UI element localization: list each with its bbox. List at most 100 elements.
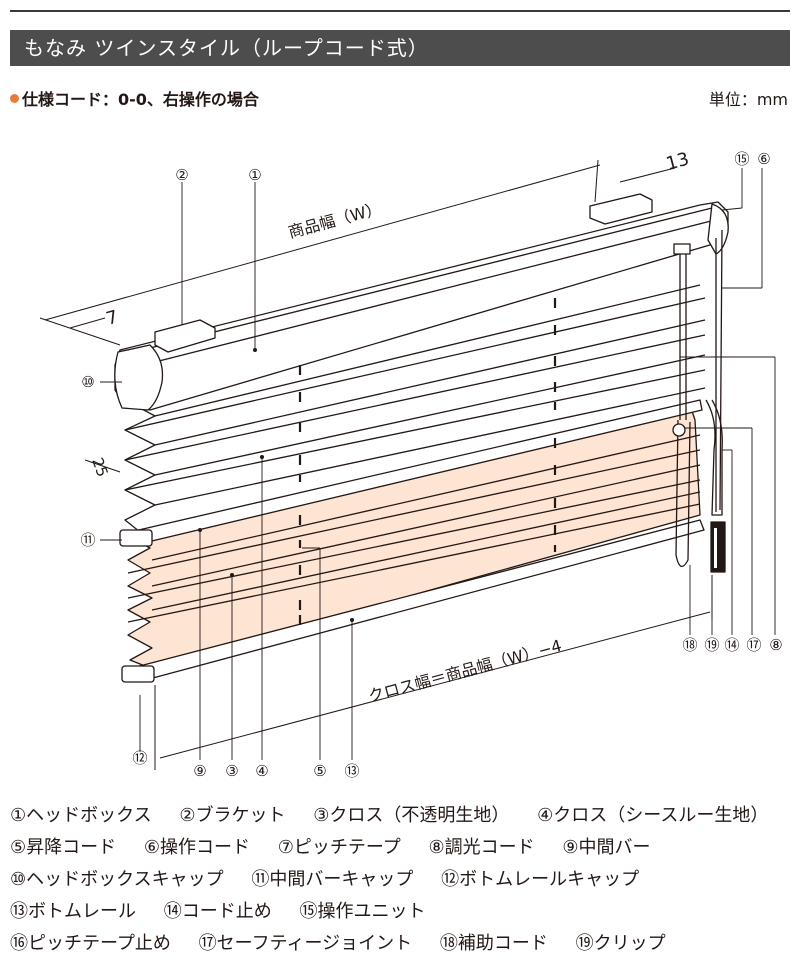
spec-text: 仕様コード：0-0、右操作の場合 [22,90,259,109]
spec-line: 仕様コード：0-0、右操作の場合 [10,90,259,110]
cord-plate [673,243,691,255]
headbox-cap [114,344,164,411]
bullet-dot-icon [10,94,19,103]
legend-item: ⑪中間バーキャップ [251,869,414,890]
marker-5: ⑤ [313,762,326,780]
legend-row: ①ヘッドボックス ②ブラケット ③クロス（不透明生地） ④クロス（シースルー生地… [10,800,790,832]
dim-13-line [619,167,676,183]
legend-item: ⑤昇降コード [10,837,117,858]
opaque-fold [127,503,701,623]
dim-7-label: 7 [104,307,120,330]
operation-unit [707,203,729,255]
sheer-fold [154,387,706,506]
marker-3: ③ [225,762,238,780]
sheer-fold [124,334,706,461]
legend-row: ⑯ピッチテープ止め ⑰セーフティージョイント ⑱補助コード ⑲クリップ [10,928,790,960]
dim-25-line [84,459,121,473]
leader-dot [260,455,264,459]
legend-row: ⑤昇降コード ⑥操作コード ⑦ピッチテープ ⑧調光コード ⑨中間バー [10,832,790,864]
headbox [114,201,729,411]
dim-13-label: 13 [664,149,692,175]
bracket-left [154,319,216,353]
page-title: もなみ ツインスタイル（ループコード式） [24,36,429,60]
blind-diagram: 商品幅（W） クロス幅＝商品幅（W）−4 13 7 25 ② ① ⑮ ⑥ ⑩ ⑪… [0,120,800,790]
sheer-fold [154,354,706,476]
leader-dot [230,573,234,577]
top-rule [10,10,790,12]
legend-item: ⑮操作ユニット [299,901,426,922]
clip [710,521,726,573]
marker-8: ⑧ [769,636,782,654]
dim-7-line [69,317,106,329]
dim-25-label: 25 [88,455,111,479]
middle-bar-cap [119,529,153,547]
leader [721,207,743,211]
legend-item: ⑥操作コード [143,837,251,858]
legend-item: ⑩ヘッドボックスキャップ [10,869,224,890]
opaque-fold [151,464,701,587]
sheer-fold [154,284,701,417]
opaque-cloth-shape [127,404,701,669]
legend-item: ⑭コード止め [163,901,272,922]
legend-item: ⑲クリップ [575,933,666,954]
marker-19: ⑲ [704,636,719,654]
legend-item: ⑫ボトムレールキャップ [441,869,640,890]
marker-9: ⑨ [193,762,206,780]
dim-cloth-label: クロス幅＝商品幅（W）−4 [366,636,564,706]
marker-12: ⑫ [132,749,147,767]
marker-18: ⑱ [682,636,697,654]
marker-14: ⑭ [724,636,739,654]
sheer-fold [124,369,706,491]
leader-dot [198,528,202,532]
sheer-fold [154,319,706,446]
auxiliary-cord-loop [675,419,691,567]
legend-item: ①ヘッドボックス [10,805,152,826]
marker-6: ⑥ [757,150,770,168]
safety-joint [672,423,686,437]
marker-4: ④ [255,762,268,780]
sheer-cloth-edge [124,399,156,533]
marker-2: ② [175,166,188,184]
opaque-fold [151,434,701,561]
legend-item: ⑯ピッチテープ止め [10,933,171,954]
legend-row: ⑬ボトムレール ⑭コード止め ⑮操作ユニット [10,896,790,928]
opaque-fold [151,491,701,611]
lift-cords [298,298,557,625]
dim-width-ext [39,317,121,346]
headbox-edge [149,207,713,349]
unit-label: 単位：mm [708,90,788,109]
legend-item: ⑦ピッチテープ [277,837,401,858]
dim-cloth-line [159,611,711,759]
marker-17: ⑰ [746,636,761,654]
dim-width-line [44,164,601,321]
leader-dot [253,348,257,352]
title-bar: もなみ ツインスタイル（ループコード式） [10,30,790,66]
legend-item: ③クロス（不透明生地） [313,805,510,826]
bottom-rail-cap [121,665,155,683]
headbox-edge [154,219,716,363]
bracket-right [589,193,653,225]
marker-13: ⑬ [344,762,359,780]
legend-item: ⑬ボトムレール [10,901,136,922]
legend-item: ②ブラケット [179,805,286,826]
leader-dot [350,618,354,622]
opaque-fold [127,479,701,599]
marker-1: ① [248,166,261,184]
legend-item: ④クロス（シースルー生地） [537,805,769,826]
blind-diagram-svg: 商品幅（W） クロス幅＝商品幅（W）−4 13 7 25 ② ① ⑮ ⑥ ⑩ ⑪… [39,149,783,780]
marker-15: ⑮ [734,150,749,168]
legend-item: ⑨中間バー [562,837,651,858]
clip-inner [714,528,717,568]
operation-cord [719,229,723,511]
dim-width-ext [594,159,599,203]
dim-width-label: 商品幅（W） [286,199,383,242]
marker-11: ⑪ [80,531,95,549]
legend-item: ⑱補助コード [439,933,548,954]
marker-10: ⑩ [81,373,94,391]
opaque-fold [127,449,701,574]
legend-item: ⑰セーフティージョイント [198,933,413,954]
legend-row: ⑩ヘッドボックスキャップ ⑪中間バーキャップ ⑫ボトムレールキャップ [10,864,790,896]
cord-stopper [705,399,723,516]
sheer-fold [124,297,706,431]
parts-legend: ①ヘッドボックス ②ブラケット ③クロス（不透明生地） ④クロス（シースルー生地… [10,800,790,960]
